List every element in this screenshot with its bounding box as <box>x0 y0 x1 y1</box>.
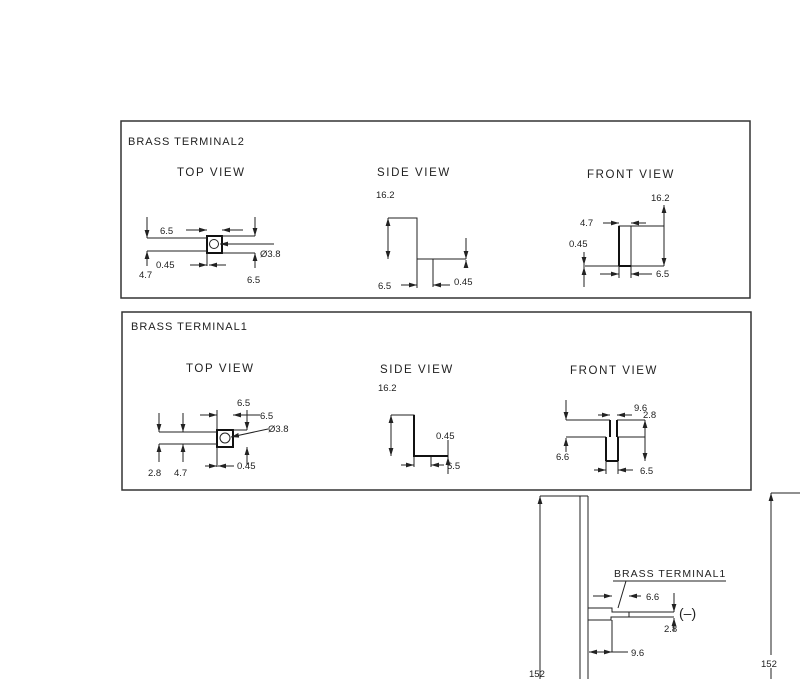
top-view-label: TOP VIEW <box>177 167 246 179</box>
dimension-label: 6.5 <box>260 411 273 422</box>
side-view-label: SIDE VIEW <box>380 364 454 376</box>
assembly-drawing: BRASS TERMINAL1 6.6 2.8 9.6 152 (–) 152 <box>529 492 800 679</box>
front-view-label: FRONT VIEW <box>570 365 658 377</box>
dimension-label: 6.5 <box>160 226 173 237</box>
top-view-drawing: 6.5 0.45 4.7 Ø3.8 6.5 <box>139 217 281 286</box>
dimension-label: 16.2 <box>651 193 670 204</box>
dimension-label: 9.6 <box>631 648 644 659</box>
board-edge <box>579 495 589 679</box>
terminal-body <box>216 429 234 448</box>
callout-leader <box>613 580 726 609</box>
dimension-label: 4.7 <box>139 270 152 281</box>
dimension-label: 6.5 <box>378 281 391 292</box>
dimension-label: 2.8 <box>148 468 161 479</box>
dimension-label: Ø3.8 <box>268 424 289 435</box>
side-view-label: SIDE VIEW <box>377 167 451 179</box>
terminal2-panel: BRASS TERMINAL2 TOP VIEW SIDE VIEW FRONT… <box>120 120 751 299</box>
dimension-label: 16.2 <box>378 383 397 394</box>
dimension-label: 16.2 <box>376 190 395 201</box>
front-view-drawing: 9.6 2.8 6.6 6.5 <box>556 400 656 477</box>
dimension-label: 2.8 <box>664 624 677 635</box>
dimension-label: 0.45 <box>156 260 175 271</box>
terminal-profile <box>588 607 674 652</box>
dimension-label: 6.6 <box>556 452 569 463</box>
dimension-label: 6.5 <box>237 398 250 409</box>
terminal-profile <box>583 225 664 278</box>
front-view-drawing: 16.2 4.7 0.45 6.5 <box>569 193 670 287</box>
top-view-label: TOP VIEW <box>186 363 255 375</box>
dimension-label: 0.45 <box>237 461 256 472</box>
callout-label: BRASS TERMINAL1 <box>614 568 726 580</box>
dimension-label: 0.45 <box>436 431 455 442</box>
dimension-label: 6.5 <box>247 275 260 286</box>
terminal-body <box>605 420 619 462</box>
side-view-drawing: 16.2 0.45 6.5 <box>378 383 460 474</box>
top-view-drawing: 6.5 6.5 Ø3.8 0.45 2.8 4.7 <box>148 398 289 479</box>
dimension-label: 0.45 <box>569 239 588 250</box>
panel-title: BRASS TERMINAL1 <box>131 321 248 333</box>
front-view-label: FRONT VIEW <box>587 169 675 181</box>
dimension-label: 152 <box>761 659 777 670</box>
terminal-profile <box>388 217 466 288</box>
dimension-label: 6.6 <box>646 592 659 603</box>
dimension-label: 6.5 <box>447 461 460 472</box>
extension-lines <box>147 235 255 266</box>
dimension-label: Ø3.8 <box>260 249 281 260</box>
dimension-label: 6.5 <box>656 269 669 280</box>
dimension-label: 0.45 <box>454 277 473 288</box>
dimension-label: 4.7 <box>580 218 593 229</box>
panel-frame <box>120 120 751 299</box>
dimension-label: 152 <box>529 669 545 679</box>
terminal-body <box>618 226 631 267</box>
terminal1-panel: BRASS TERMINAL1 TOP VIEW SIDE VIEW FRONT… <box>121 311 752 491</box>
panel-frame <box>121 311 752 491</box>
side-view-drawing: 16.2 6.5 0.45 <box>376 190 473 292</box>
dimension-label: 2.8 <box>643 410 656 421</box>
panel-title: BRASS TERMINAL2 <box>128 136 245 148</box>
polarity-label: (–) <box>679 605 696 621</box>
terminal-body <box>413 415 448 457</box>
dimension-label: 9.6 <box>634 403 647 414</box>
dimension-label: 6.5 <box>640 466 653 477</box>
terminal-profile <box>566 419 645 474</box>
leader-line <box>230 428 269 438</box>
hole <box>209 239 219 249</box>
hole <box>219 432 231 444</box>
dimension-label: 4.7 <box>174 468 187 479</box>
